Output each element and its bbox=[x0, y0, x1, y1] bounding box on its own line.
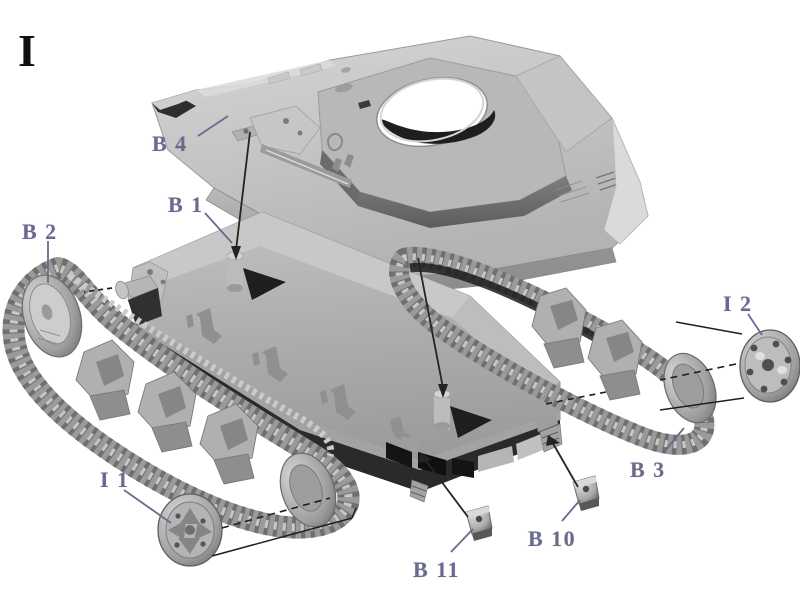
part-leader-lines bbox=[83, 131, 579, 518]
callout-label-b2[interactable]: B 2 bbox=[22, 219, 58, 244]
callout-label-b1[interactable]: B 1 bbox=[168, 192, 204, 217]
assembly-guide-lines-left bbox=[211, 497, 357, 557]
locating-peg-rear bbox=[433, 389, 492, 438]
callout-label-b11[interactable]: B 11 bbox=[413, 557, 460, 582]
left-drive-sprocket-part bbox=[157, 493, 223, 567]
callout-label-b3[interactable]: B 3 bbox=[630, 457, 666, 482]
callout-label-b10[interactable]: B 10 bbox=[528, 526, 577, 551]
callout-label-i1[interactable]: I 1 bbox=[100, 467, 130, 492]
locating-peg-front bbox=[226, 251, 286, 300]
bolt-part-b10 bbox=[572, 475, 600, 511]
left-suspension-bogies bbox=[75, 339, 259, 485]
left-idler-wheel bbox=[21, 274, 83, 358]
callout-label-b4[interactable]: B 4 bbox=[152, 131, 188, 156]
upper-hull-part bbox=[151, 35, 649, 293]
left-track-assembly bbox=[2, 257, 360, 539]
right-track-assembly bbox=[389, 246, 717, 455]
right-drive-sprocket-part bbox=[739, 329, 800, 403]
bolt-part-b11 bbox=[465, 505, 493, 541]
assembly-guide-lines-right bbox=[545, 321, 745, 411]
step-number: I bbox=[18, 25, 36, 76]
callout-label-i2[interactable]: I 2 bbox=[723, 291, 753, 316]
